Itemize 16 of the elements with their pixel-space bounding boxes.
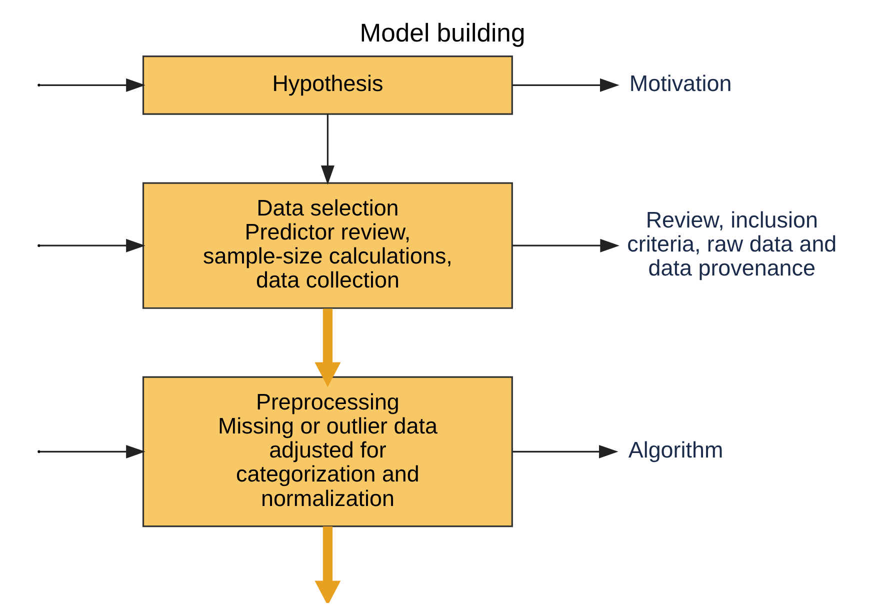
arrow	[40, 78, 145, 92]
arrow	[320, 114, 334, 185]
diagram-title: Model building	[359, 20, 525, 48]
arrow	[512, 444, 618, 458]
node-text: Review, inclusion criteria, raw data and data provenance	[626, 207, 836, 281]
node-text: Algorithm	[628, 438, 723, 463]
arrow	[314, 526, 340, 603]
arrow	[40, 238, 145, 252]
node-box: Preprocessing Missing or outlier data adjusted for categorization and normalization	[142, 376, 512, 528]
arrow	[40, 444, 145, 458]
node-box: Data selection Predictor review, sample-size calculations, data collection	[142, 182, 512, 309]
node-text: Motivation	[628, 71, 732, 96]
node-box: Hypothesis	[142, 56, 512, 115]
arrow	[314, 308, 340, 388]
arrow	[512, 78, 619, 92]
arrow	[512, 238, 619, 252]
